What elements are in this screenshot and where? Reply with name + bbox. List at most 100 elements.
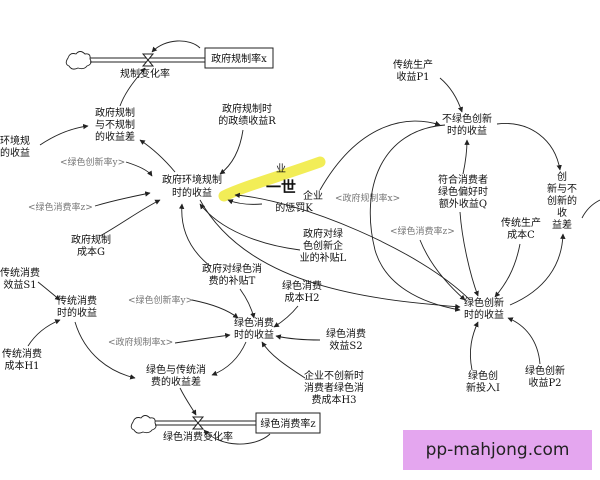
subsidy-t-label-1: 政府对绿色消 (202, 262, 262, 275)
innov-diff-label-5: 益差 (552, 218, 572, 231)
arrow-pref-to-green (459, 211, 479, 297)
green-time-label-2: 时的收益 (234, 328, 274, 341)
gov-rate-shadow-2: <政府规制率x> (108, 336, 173, 348)
cost-c-label-1: 传统生产 (501, 216, 541, 229)
gov-env-label-1: 政府环境规制 (162, 173, 222, 186)
innov-diff-label-3: 创新的 (547, 194, 577, 207)
scribble-text: 一世 (266, 178, 296, 196)
arrow-stock-to-valve (203, 429, 271, 445)
trad-s1-label-1: 传统消费 (0, 266, 40, 279)
gov-env-left-label-1: 环境规 (0, 134, 30, 147)
gov-diff-label-2: 与不规制 (95, 118, 135, 131)
trad-time-label-1: 传统消费 (57, 294, 97, 307)
pref-label-2: 绿色偏好时 (438, 185, 488, 198)
cons-diff-label-1: 绿色与传统消 (146, 363, 206, 376)
gov-env-label-2: 时的收益 (172, 186, 212, 199)
arrow-env-to-green-innov (199, 199, 461, 310)
cons-rate-label: 绿色消费率z (260, 417, 315, 430)
subsidy-l-label-3: 业的补贴L (300, 251, 347, 264)
cons-flow-cloud-icon (130, 415, 157, 434)
green-innov-shadow-1: <绿色创新率y> (60, 156, 125, 168)
green-h2-label-1: 绿色消费 (282, 279, 322, 292)
gov-env-left-label-2: 的收益 (0, 146, 30, 159)
h3-label-1: 企业不创新时 (304, 369, 364, 382)
arrow-diff-to-valve-bottom (179, 387, 197, 416)
arrow-cons-tag-to-env (94, 191, 151, 207)
green-innov-label-1: 绿色创新 (464, 296, 504, 309)
trad-h1-label-2: 成本H1 (4, 359, 39, 372)
green-time-label-1: 绿色消费 (234, 316, 274, 329)
subsidy-l-label-1: 政府对绿 (303, 227, 343, 240)
gov-cost-label-2: 成本G (77, 245, 105, 258)
scribble-text-small: 业 (276, 163, 286, 175)
highlighter-mark (218, 156, 326, 202)
arrow-s2-to-green (275, 334, 321, 341)
arrow-big-loop (369, 124, 461, 312)
arrow-h2-to-green (273, 305, 299, 328)
arrow-p2-to-green (507, 317, 541, 365)
arrow-cost-c-to-green (494, 243, 521, 298)
arrow-green-to-diff (211, 341, 247, 376)
subsidy-t-label-2: 费的补贴T (209, 274, 256, 287)
non-green-label-1: 不绿色创新 (442, 112, 492, 125)
gov-flow-cloud-icon (65, 51, 92, 70)
green-s2-label-2: 效益S2 (329, 339, 362, 352)
green-h2-label-2: 成本H2 (284, 291, 319, 304)
trad-h1-label-1: 传统消费 (2, 347, 42, 360)
penalty-label-1: 企业 (303, 189, 323, 202)
arrow-green-innov-to-env (234, 192, 471, 301)
cost-c-label-2: 成本C (507, 228, 535, 241)
gov-diff-label-3: 的收益差 (95, 130, 135, 143)
arrow-penalty-to-env (227, 199, 263, 205)
trad-s1-label-2: 效益S1 (3, 278, 36, 291)
gov-valve-icon (141, 53, 155, 67)
green-cons-shadow-2: <绿色消费率z> (390, 225, 455, 237)
cons-change-label: 绿色消费变化率 (163, 430, 233, 443)
h3-label-2: 消费者绿色消 (304, 381, 364, 394)
innov-input-label-1: 绿色创 (468, 369, 498, 382)
subsidy-l-label-2: 色创新企 (303, 239, 343, 252)
innov-diff-label-2: 新与不 (547, 182, 577, 195)
non-green-label-2: 时的收益 (447, 124, 487, 137)
arrow-trad-to-diff (74, 321, 136, 380)
arrow-subsidy-t-to-green (239, 288, 256, 319)
arrow-tag-to-green (419, 239, 466, 301)
gov-rate-label: 政府规制率x (211, 52, 267, 65)
gov-time-label-1: 政府规制时 (222, 102, 272, 115)
watermark: pp-mahjong.com (403, 430, 592, 470)
pref-label-3: 额外收益Q (439, 197, 487, 210)
trad-prod-label-2: 收益P1 (396, 70, 429, 83)
green-innov-shadow-2: <绿色创新率y> (128, 294, 193, 306)
arrow-noninnov-to-diff (496, 123, 562, 171)
arrow-input-to-green (469, 321, 479, 371)
gov-change-label: 规制变化率 (120, 67, 170, 80)
trad-prod-label-1: 传统生产 (393, 58, 433, 71)
arrow-s1-to-trad (37, 281, 61, 301)
green-cons-shadow-1: <绿色消费率z> (28, 201, 93, 213)
arrow-subsidy-t-to-env (178, 203, 211, 267)
cons-valve-icon (191, 416, 205, 430)
arrow-tag2-to-green-time (174, 332, 231, 344)
arrow-gov-rate-to-valve (151, 40, 201, 53)
arrow-cost-to-env (99, 199, 161, 237)
arrow-tag-to-env (125, 161, 153, 177)
innov-input-label-2: 新投入I (466, 381, 500, 394)
trad-time-label-2: 时的收益 (57, 306, 97, 319)
gov-rate-shadow-1: <政府规制率x> (335, 192, 400, 204)
gov-time-label-2: 的政绩收益R (218, 114, 276, 127)
arrow-pref-to-noninnov (462, 139, 470, 175)
gov-rate-stock (204, 47, 274, 69)
cons-rate-stock (255, 412, 321, 434)
innov-diff-label-4: 收 (557, 206, 567, 219)
innov-diff-label-1: 创 (557, 170, 567, 183)
arrow-env-to-diff (139, 139, 176, 173)
arrow-left-to-diff (39, 123, 89, 146)
green-s2-label-1: 绿色消费 (326, 327, 366, 340)
gov-cost-label-1: 政府规制 (71, 233, 111, 246)
gov-diff-label-1: 政府规制 (95, 106, 135, 119)
arrow-diff-to-valve (119, 67, 146, 107)
arrow-time-to-env (219, 129, 244, 175)
pref-label-1: 符合消费者 (438, 173, 488, 186)
green-innov-label-2: 时的收益 (464, 308, 504, 321)
